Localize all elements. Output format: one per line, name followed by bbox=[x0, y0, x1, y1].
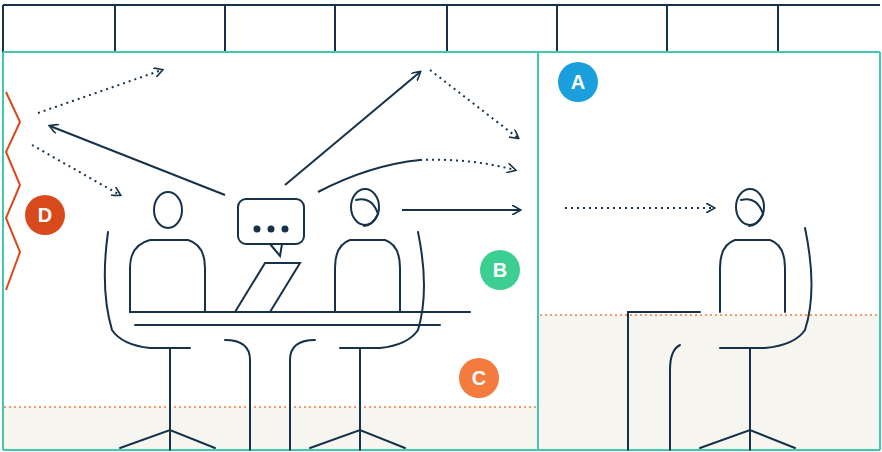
sound-paths bbox=[32, 70, 714, 210]
callout-letter: D bbox=[25, 195, 65, 235]
callout-letter: C bbox=[459, 358, 499, 398]
absorber-panel bbox=[6, 92, 20, 290]
floor bbox=[4, 315, 880, 450]
callout-letter: B bbox=[480, 250, 520, 290]
room-walls bbox=[3, 52, 880, 450]
ceiling-tiles bbox=[3, 5, 880, 52]
callout-letter: A bbox=[558, 62, 598, 102]
people-and-furniture bbox=[105, 189, 812, 450]
